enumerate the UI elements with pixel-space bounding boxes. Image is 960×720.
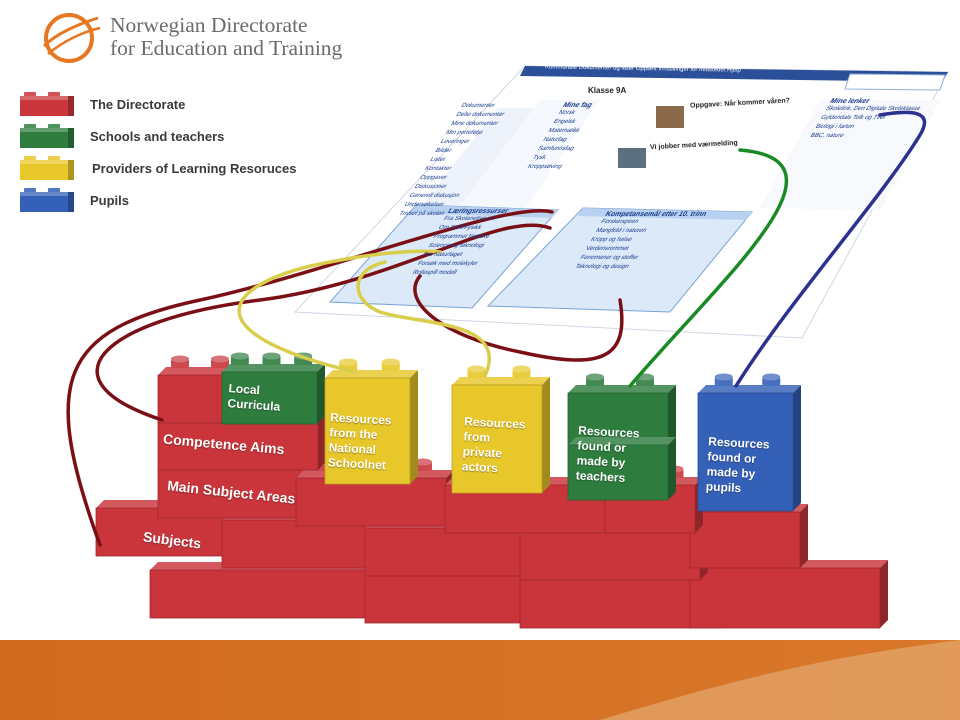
connector-national (237, 249, 442, 374)
legend-brick-icon (20, 124, 74, 148)
sidebar-item[interactable]: Bilder (433, 148, 453, 154)
legend-brick-icon (20, 92, 74, 116)
competence-item[interactable]: Fenomener og stoffer (578, 255, 640, 261)
learning-heading: Læringsressurser (446, 208, 510, 215)
sidebar-item[interactable]: Dokumenter (459, 103, 496, 109)
legend-brick-icon (20, 188, 74, 212)
legend-brick-icon (20, 156, 74, 180)
directorate-logo-icon (42, 13, 101, 63)
subject-item[interactable]: Norsk (557, 110, 577, 116)
sidebar-item[interactable]: Kontakter (423, 166, 453, 172)
sidebar-item[interactable]: Undersøkelser (402, 202, 446, 208)
learning-item[interactable]: Rollespill modell (410, 270, 458, 276)
learning-item[interactable]: Programmet Nettuke (431, 234, 491, 240)
news-photo-2 (618, 148, 646, 168)
link-item[interactable]: Skolelink, Den Digitale Skoleklasse (824, 106, 922, 112)
link-item[interactable]: BBC, nature (808, 133, 845, 139)
sidebar-item[interactable]: Oppgaver (418, 175, 448, 181)
connector-private (356, 260, 491, 378)
connector-teachers (628, 148, 789, 388)
subject-item[interactable]: Samfunnsfag (536, 146, 576, 152)
link-item[interactable]: Biologi i farten (813, 124, 856, 130)
subject-item[interactable]: Matematikk (546, 128, 581, 134)
link-item[interactable]: Gyldendals Tolk og Tver (819, 115, 887, 121)
subject-item[interactable]: Naturfag (541, 137, 569, 143)
legend-label: The Directorate (90, 97, 186, 112)
connector-pupils (734, 110, 927, 388)
learning-item[interactable]: Om Stoff/Fysikk (436, 225, 483, 231)
brick-teachers-bottom (567, 437, 676, 501)
connector-main-areas (413, 274, 624, 362)
learning-item[interactable]: Science og teknologi (426, 243, 486, 249)
org-name: Norwegian Directorate for Education and … (110, 13, 343, 60)
brick-national-schoolnet (324, 358, 418, 485)
portal-screenshot (293, 65, 949, 339)
news-photo-1 (656, 106, 684, 128)
competence-item[interactable]: Teknologi og design (573, 264, 631, 270)
legend-label: Pupils (90, 193, 130, 208)
sidebar-item[interactable]: Delte dokumenter (454, 112, 506, 118)
brick-local-curricula (221, 352, 325, 425)
sidebar-item[interactable]: Mine dokumenter (449, 121, 500, 127)
connector-subjects (66, 209, 554, 547)
subject-item[interactable]: Engelsk (551, 119, 577, 125)
competence-item[interactable]: Verdensrommet (583, 246, 630, 252)
subject-heading: Mine fag (561, 102, 594, 109)
sidebar-item[interactable]: Diskusjoner (412, 184, 448, 190)
portal-school-title: Klasse 9A (588, 86, 627, 95)
brick-wall (95, 352, 888, 629)
learning-item[interactable]: Fra Skolenettet.no: (442, 216, 497, 222)
sidebar-item[interactable]: Lister (428, 157, 447, 163)
sidebar-item[interactable]: Min portefølje (444, 130, 484, 136)
legend-label: Schools and teachers (90, 129, 225, 144)
competence-item[interactable]: Forskerspiren (599, 219, 640, 225)
subject-item[interactable]: Kroppsøving (525, 164, 564, 170)
legend-label: Providers of Learning Resoruces (92, 161, 297, 176)
competence-item[interactable]: Kropp og helse (589, 237, 633, 243)
competence-heading: Kompetansemål etter 10. trinn (603, 211, 708, 218)
brick-bottom-4 (689, 560, 888, 629)
learning-item[interactable]: Fra Naturfaget (421, 252, 464, 258)
sidebar-item[interactable]: Trivsel på skolen (397, 211, 446, 217)
brick-private-actors (451, 365, 550, 494)
competence-item[interactable]: Mangfold i naturen (594, 228, 648, 234)
learning-item[interactable]: Forsøk med molekyler (416, 261, 479, 267)
link-heading: Mine lenker (828, 98, 871, 105)
sidebar-item[interactable]: Generell diskusjon (407, 193, 461, 199)
brick-pupils (697, 373, 801, 512)
subject-item[interactable]: Tysk (531, 155, 547, 161)
brick-bottom-1 (149, 562, 388, 619)
connector-competence (95, 223, 552, 422)
sidebar-item[interactable]: Leveringer (438, 139, 471, 145)
brick-teachers-top (567, 373, 676, 446)
